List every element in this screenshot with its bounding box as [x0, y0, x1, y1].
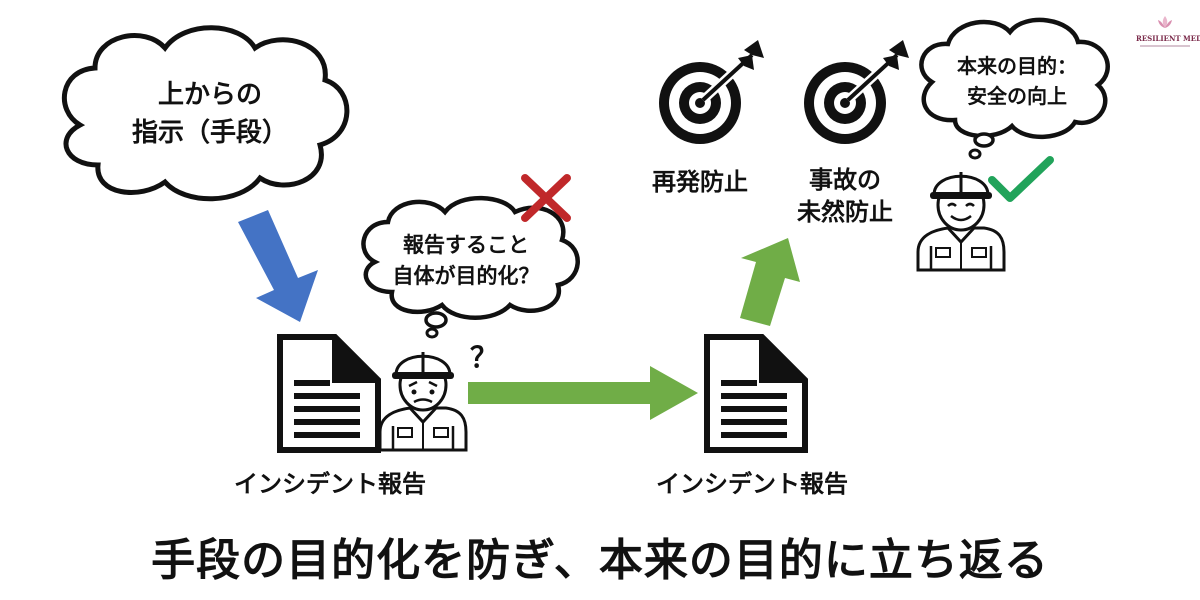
thought-cloud-instruction: 上からの 指示（手段） [62, 25, 350, 202]
document-icon-left [277, 334, 381, 453]
green-arrow-up [740, 238, 800, 326]
thought-cloud-true-purpose: 本来の目的： 安全の向上 [919, 17, 1110, 160]
doc-label-right: インシデント報告 [656, 470, 848, 498]
doubt-text-line-1: 報告すること [403, 233, 529, 257]
question-mark: ？ [470, 341, 498, 374]
blue-arrow-down [238, 210, 318, 322]
target-left-label: 再発防止 [652, 168, 748, 196]
doubt-text-line-2: 自体が目的化？ [393, 264, 540, 288]
thought-cloud-doubt: 報告すること 自体が目的化？ [361, 195, 580, 339]
check-icon [988, 156, 1054, 202]
target-icon-left [659, 40, 764, 144]
cloud-text-line-2: 指示（手段） [132, 117, 288, 148]
page-title: 手段の目的化を防ぎ、本来の目的に立ち返る [151, 535, 1049, 586]
purpose-text-line-1: 本来の目的： [957, 54, 1077, 78]
document-icon-right [704, 334, 808, 453]
target-right-label-line-2: 未然防止 [797, 198, 893, 226]
doc-label-left: インシデント報告 [234, 470, 426, 498]
worried-worker-icon [378, 352, 468, 452]
happy-worker-icon [916, 172, 1006, 272]
lotus-icon [1158, 16, 1172, 28]
target-icon-right [804, 40, 909, 144]
cloud-text-line-1: 上からの [158, 80, 262, 110]
target-right-label-line-1: 事故の [809, 166, 881, 194]
brand-logo-text: RESILIENT MEDICAL [1136, 34, 1200, 43]
green-arrow-right [468, 366, 698, 420]
cross-icon [521, 174, 571, 222]
brand-logo-underline [1140, 45, 1190, 47]
purpose-text-line-2: 安全の向上 [967, 84, 1067, 108]
brand-logo: RESILIENT MEDICAL [1136, 14, 1200, 47]
